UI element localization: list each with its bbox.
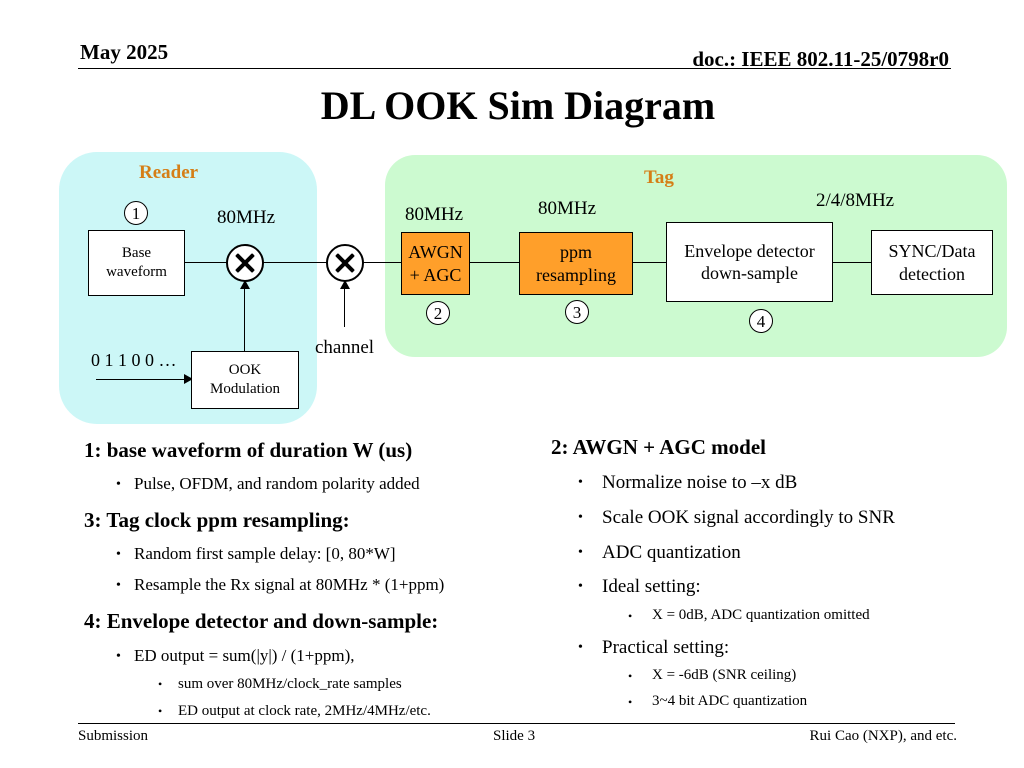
footer-submission: Submission	[78, 728, 149, 744]
bullet-icon: •	[578, 510, 583, 525]
awgn-agc-block: AWGN + AGC	[401, 232, 470, 295]
tag-label: Tag	[644, 167, 674, 188]
wire-channel-to-awgn	[363, 262, 401, 263]
section-heading: 2: AWGN + AGC model	[551, 435, 766, 459]
bullet-icon: •	[628, 695, 633, 709]
ook-modulation-block: OOK Modulation	[191, 351, 299, 409]
envelope-freq-label: 2/4/8MHz	[816, 190, 895, 211]
bullet-icon: •	[578, 545, 583, 560]
header-date: May 2025	[80, 40, 169, 64]
header-rule	[78, 68, 951, 69]
sub-bullet-text: X = 0dB, ADC quantization omitted	[652, 607, 870, 623]
wire-bits-to-ook	[96, 379, 184, 380]
slide-number: Slide 3	[493, 728, 536, 744]
section-heading: 1: base waveform of duration W (us)	[84, 438, 413, 462]
bullet-text: Practical setting:	[602, 637, 730, 658]
bullet-icon: •	[578, 640, 583, 655]
arrow-up-icon	[340, 280, 350, 289]
channel-label: channel	[315, 337, 375, 358]
bullet-icon: •	[158, 677, 163, 691]
footer-author: Rui Cao (NXP), and etc.	[809, 728, 957, 744]
bullet-text: Pulse, OFDM, and random polarity added	[134, 474, 420, 493]
bullet-icon: •	[116, 649, 121, 664]
wire-channel-input	[344, 289, 345, 327]
reader-label: Reader	[139, 162, 199, 183]
bullet-icon: •	[578, 579, 583, 594]
sub-bullet-text: X = -6dB (SNR ceiling)	[652, 667, 797, 683]
channel-mixer-icon	[326, 244, 364, 282]
section-heading: 4: Envelope detector and down-sample:	[84, 609, 439, 633]
step-marker-2: 2	[426, 301, 450, 325]
sync-data-detection-block: SYNC/Data detection	[871, 230, 993, 295]
bullet-icon: •	[116, 547, 121, 562]
base-waveform-block: Base waveform	[88, 230, 185, 296]
sub-bullet-text: 3~4 bit ADC quantization	[652, 693, 808, 709]
wire-awgn-to-ppm	[469, 262, 520, 263]
sub-bullet-text: sum over 80MHz/clock_rate samples	[178, 676, 402, 692]
footer-rule	[78, 723, 955, 724]
reader-freq-label: 80MHz	[217, 207, 276, 228]
bullet-icon: •	[578, 475, 583, 490]
bullet-icon: •	[628, 669, 633, 683]
bullet-text: ADC quantization	[602, 542, 741, 563]
wire-ppm-to-envelope	[631, 262, 666, 263]
wire-base-to-mixer	[183, 262, 227, 263]
bullet-text: Scale OOK signal accordingly to SNR	[602, 507, 895, 528]
bullet-icon: •	[116, 578, 121, 593]
ppm-freq-label: 80MHz	[538, 198, 597, 219]
sub-bullet-text: ED output at clock rate, 2MHz/4MHz/etc.	[178, 703, 431, 719]
section-heading: 3: Tag clock ppm resampling:	[84, 508, 350, 532]
bullet-icon: •	[116, 477, 121, 492]
header-doc-id: doc.: IEEE 802.11-25/0798r0	[692, 47, 949, 71]
awgn-freq-label: 80MHz	[405, 204, 464, 225]
wire-envelope-to-sync	[831, 262, 871, 263]
bullet-text: Ideal setting:	[602, 576, 701, 597]
ppm-resampling-block: ppm resampling	[519, 232, 633, 295]
wire-mixer-to-channel	[263, 262, 327, 263]
input-bits-label: 0 1 1 0 0 …	[91, 350, 177, 370]
reader-mixer-icon	[226, 244, 264, 282]
bullet-text: Normalize noise to –x dB	[602, 472, 798, 493]
bullet-text: Resample the Rx signal at 80MHz * (1+ppm…	[134, 575, 445, 594]
wire-ook-to-mixer	[244, 281, 245, 352]
bullet-icon: •	[628, 609, 633, 623]
envelope-detector-block: Envelope detector down-sample	[666, 222, 833, 302]
bullet-text: ED output = sum(|y|) / (1+ppm),	[134, 646, 355, 665]
slide-title: DL OOK Sim Diagram	[320, 83, 716, 128]
arrow-up-icon	[240, 280, 250, 289]
step-marker-1: 1	[124, 201, 148, 225]
bullet-text: Random first sample delay: [0, 80*W]	[134, 544, 396, 563]
step-marker-4: 4	[749, 309, 773, 333]
bullet-icon: •	[158, 704, 163, 718]
arrow-right-icon	[184, 374, 193, 384]
step-marker-3: 3	[565, 300, 589, 324]
